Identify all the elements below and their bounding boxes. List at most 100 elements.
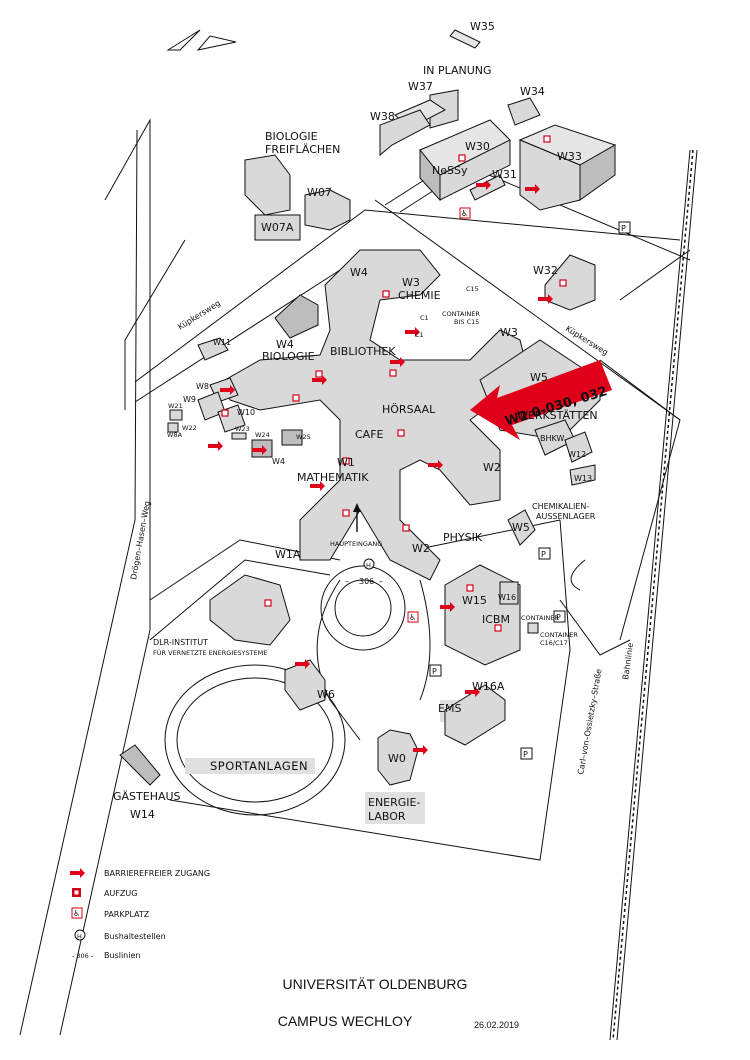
building-label: W07 xyxy=(307,186,332,199)
svg-text:P: P xyxy=(541,550,546,559)
aufzug-icon xyxy=(389,369,397,377)
building-label: WERKSTÄTTEN xyxy=(517,409,598,422)
barrierefrei-arrow-icon xyxy=(220,385,235,395)
barrierefrei-arrow-icon xyxy=(413,745,428,755)
street-label: Carl–von–Ossietzky–Straße xyxy=(576,668,604,775)
aufzug-icon xyxy=(264,599,272,607)
railway xyxy=(609,149,698,1041)
legend-label: AUFZUG xyxy=(104,889,137,898)
building-label: W5 xyxy=(530,371,548,384)
building-label: W33 xyxy=(557,150,582,163)
aufzug-icon xyxy=(315,370,323,378)
svg-text:P: P xyxy=(523,750,528,759)
building-label: W13 xyxy=(574,474,592,483)
building-label: W8 xyxy=(196,382,209,391)
svg-text:P: P xyxy=(556,613,561,622)
parkplatz-barrierefrei-icon: ♿ xyxy=(407,611,419,623)
building-label: W4 xyxy=(350,266,368,279)
barrierefrei-arrow-icon xyxy=(312,375,327,385)
building-label: CHEMIKALIEN- xyxy=(532,502,589,511)
page-title: UNIVERSITÄT OLDENBURG xyxy=(282,976,468,992)
building-labels: W35 IN PLANUNG W37 W34 W38 W30 NeSSy W31… xyxy=(113,20,598,823)
building-label: BIS C15 xyxy=(454,318,479,326)
legend-label: PARKPLATZ xyxy=(104,910,150,919)
aufzug-icon xyxy=(342,457,350,465)
barrierefrei-arrow-icon xyxy=(440,602,455,612)
building-label: NeSSy xyxy=(432,164,468,177)
parking-symbols: P P P P P xyxy=(429,221,631,760)
svg-text:♿: ♿ xyxy=(409,613,416,622)
building-label: W3 xyxy=(402,276,420,289)
bus-stop-legend-icon: H xyxy=(74,929,86,941)
building-label: W24 xyxy=(255,431,270,439)
buildings xyxy=(119,29,617,786)
map-date: 26.02.2019 xyxy=(474,1020,520,1030)
building-label: DLR-INSTITUT xyxy=(153,638,208,647)
barrierefrei-arrow-icon xyxy=(405,327,420,337)
building-label: W1A xyxy=(275,548,301,561)
aufzug-icon xyxy=(382,290,390,298)
barrierefrei-arrow-icon xyxy=(525,184,540,194)
building-label: W2 xyxy=(412,542,430,555)
building-label: W38 xyxy=(370,110,395,123)
building-label: W5 xyxy=(512,521,530,534)
svg-text:♿: ♿ xyxy=(73,909,80,918)
area-label: SPORTANLAGEN xyxy=(210,759,308,773)
building-label: AUSSENLAGER xyxy=(536,512,596,521)
building-label: CHEMIE xyxy=(398,289,441,302)
aufzug-markers xyxy=(221,135,567,632)
aufzug-icon xyxy=(221,409,229,417)
planning-label: IN PLANUNG xyxy=(423,64,492,77)
barrierefrei-arrow-icon xyxy=(252,445,267,455)
svg-text:P: P xyxy=(432,667,437,676)
parking-icon: P xyxy=(429,664,442,677)
building-label: W31 xyxy=(492,168,517,181)
building-label: BHKW xyxy=(540,434,564,443)
building-label: BIBLIOTHEK xyxy=(330,345,396,358)
building-label: C15 xyxy=(466,285,479,293)
building-label: W6 xyxy=(317,688,335,701)
building-label: BIOLOGIE xyxy=(262,350,315,363)
building-label: CONTAINER xyxy=(540,631,578,639)
building-label: W16 xyxy=(498,593,516,602)
building-label: W22 xyxy=(182,424,197,432)
parking-icon: P xyxy=(538,547,551,560)
building-label: W30 xyxy=(465,140,490,153)
building-label: W23 xyxy=(235,425,250,433)
aufzug-icon xyxy=(397,429,405,437)
barrierefrei-arrow-icon xyxy=(310,481,325,491)
building-label: ENERGIE- xyxy=(368,796,420,809)
barrierefrei-arrow-icon xyxy=(538,294,553,304)
aufzug-icon xyxy=(494,624,502,632)
bus-stop-icon: H xyxy=(363,558,375,570)
aufzug-icon xyxy=(292,394,300,402)
street-label: Bahnlinie xyxy=(621,642,635,680)
parking-icon: P xyxy=(618,221,631,234)
aufzug-icon xyxy=(402,524,410,532)
svg-text:–: – xyxy=(379,577,383,586)
aufzug-icon xyxy=(458,154,466,162)
svg-text:–: – xyxy=(345,577,349,586)
barrierefrei-arrow-icon xyxy=(208,441,223,451)
parkplatz-barrierefrei-icon: ♿ xyxy=(459,207,471,219)
parkplatz-legend-icon: ♿ xyxy=(71,907,83,919)
building-label: W34 xyxy=(520,85,545,98)
street-label: Drögen–Hasen–Weg xyxy=(129,500,152,580)
building-label: EMS xyxy=(438,702,461,715)
svg-text:♿: ♿ xyxy=(461,209,468,218)
building-label: PHYSIK xyxy=(443,531,483,544)
building-label: W10 xyxy=(237,408,255,417)
building-label: ICBM xyxy=(482,613,510,626)
barrierefrei-arrow-icon xyxy=(465,687,480,697)
building-label: W1 xyxy=(337,456,355,469)
barrierefrei-arrow-icon xyxy=(428,460,443,470)
barrierefrei-legend-icon xyxy=(70,868,85,878)
legend-label: Bushaltestellen xyxy=(104,932,166,941)
building-label: W15 xyxy=(462,594,487,607)
legend-label: BARRIEREFREIER ZUGANG xyxy=(104,869,210,878)
haupteingang-arrow-icon xyxy=(353,503,361,532)
aufzug-icon xyxy=(559,279,567,287)
svg-text:H: H xyxy=(366,562,371,570)
campus-name: CAMPUS WECHLOY xyxy=(277,1013,413,1029)
